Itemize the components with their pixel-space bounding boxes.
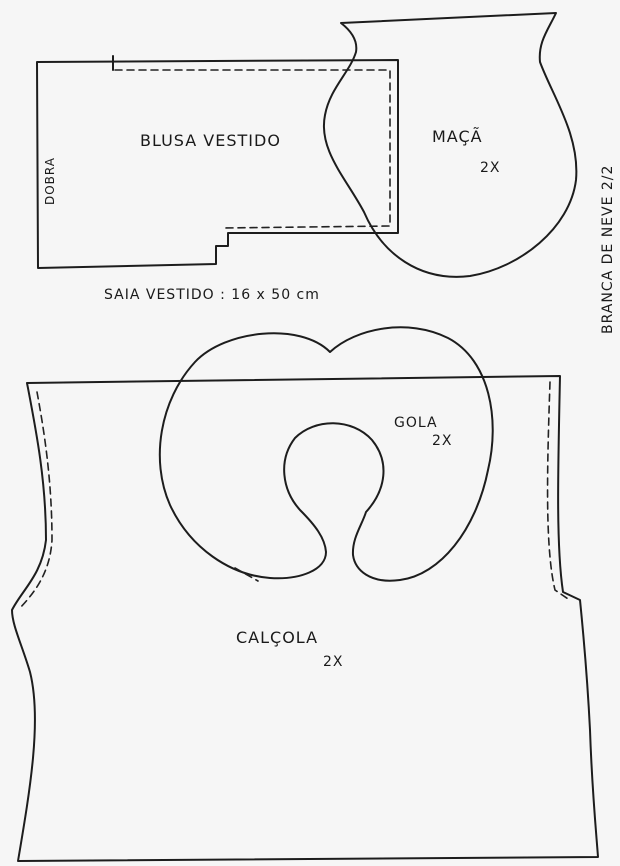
calcola-label: CALÇOLA <box>236 628 318 647</box>
maca-piece: MAÇÃ 2X <box>322 12 578 278</box>
page-label: BRANCA DE NEVE 2/2 <box>600 165 616 334</box>
gola-dash-mark <box>234 567 259 582</box>
gola-label: GOLA <box>394 415 438 431</box>
calcola-outline <box>11 375 599 862</box>
gola-qty: 2X <box>432 433 453 449</box>
maca-outline <box>322 12 578 278</box>
saia-note: SAIA VESTIDO : 16 x 50 cm <box>104 287 320 303</box>
blusa-label: BLUSA VESTIDO <box>140 131 281 150</box>
blusa-seam-line <box>114 69 391 229</box>
calcola-qty: 2X <box>323 654 344 670</box>
fold-label: DOBRA <box>43 157 57 205</box>
blusa-outline <box>36 59 399 269</box>
calcola-piece: CALÇOLA 2X <box>11 375 599 862</box>
calcola-seam-left <box>19 391 53 609</box>
gola-piece: GOLA 2X <box>158 326 494 582</box>
maca-label: MAÇÃ <box>432 127 483 146</box>
gola-outline <box>158 326 494 582</box>
calcola-seam-right <box>546 381 572 602</box>
maca-qty: 2X <box>480 160 501 176</box>
blusa-vestido-piece: BLUSA VESTIDO DOBRA <box>36 55 399 269</box>
